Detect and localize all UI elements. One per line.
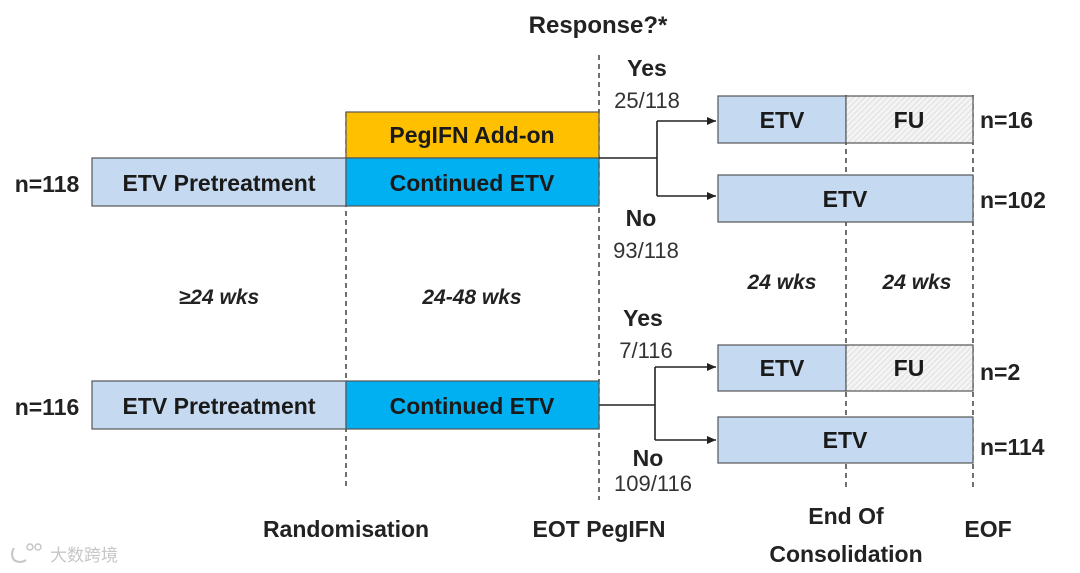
arm1-continued-box (345, 157, 600, 207)
arm1-yes-fu-box (845, 95, 974, 144)
arm1-no-etv-box (717, 174, 974, 223)
arm2-yes-fu-box (845, 344, 974, 392)
arm1-yes-ratio: 25/118 (614, 88, 680, 113)
arm1-addon-label: PegIFN Add-on (389, 122, 554, 148)
arm2-n-label: n=116 (15, 394, 80, 420)
arm2-no-label: No (633, 445, 664, 471)
arm1-yes-label: Yes (627, 55, 667, 81)
duration-followup: 24 wks (882, 271, 952, 294)
arm2-no-ratio: 109/116 (614, 471, 692, 496)
arm1-yes-n: n=16 (980, 107, 1033, 133)
arm1-pretreatment-box (91, 157, 347, 207)
milestone-eof: EOF (964, 516, 1011, 542)
arm1-yes-fu-label: FU (894, 107, 925, 133)
arm1-no-etv-label: ETV (823, 186, 868, 212)
duration-pretreatment: ≥24 wks (179, 286, 259, 309)
milestone-eot: EOT PegIFN (533, 516, 666, 542)
duration-consolidation: 24 wks (747, 271, 817, 294)
arm2-no-n: n=114 (980, 434, 1045, 460)
arm1-no-n: n=102 (980, 187, 1046, 213)
arm1-no-ratio: 93/118 (613, 238, 679, 263)
arm1-continued-label: Continued ETV (390, 170, 555, 196)
arm2-no-etv-box (717, 416, 974, 464)
arm1-no-label: No (626, 205, 657, 231)
arm2-yes-n: n=2 (980, 359, 1020, 385)
arm2-continued-box (345, 380, 600, 430)
arm2-pretreatment-label: ETV Pretreatment (122, 393, 315, 419)
watermark: 大数跨境 (11, 543, 118, 565)
arm2-yes-etv-box (717, 344, 847, 392)
milestone-randomisation: Randomisation (263, 516, 429, 542)
arm2-yes-fu-label: FU (894, 355, 925, 381)
arm2-yes-etv-label: ETV (760, 355, 805, 381)
arm1-pretreatment-label: ETV Pretreatment (122, 170, 315, 196)
milestone-end-of: End Of (808, 503, 884, 529)
arm1-addon-box (345, 111, 600, 159)
arm1-n-label: n=118 (15, 171, 80, 197)
arm2-pretreatment-box (91, 380, 347, 430)
arm2-continued-label: Continued ETV (390, 393, 555, 419)
arm1-yes-etv-box (717, 95, 847, 144)
arm2-yes-ratio: 7/116 (619, 338, 672, 363)
watermark-logo-icon (11, 547, 27, 563)
arm2-yes-label: Yes (623, 305, 663, 331)
arm2-no-etv-label: ETV (823, 427, 868, 453)
milestone-consolidation: Consolidation (769, 541, 922, 567)
arm1-yes-etv-label: ETV (760, 107, 805, 133)
response-header: Response?* (529, 12, 668, 39)
watermark-text: 大数跨境 (50, 546, 118, 565)
duration-treatment: 24-48 wks (421, 286, 521, 309)
